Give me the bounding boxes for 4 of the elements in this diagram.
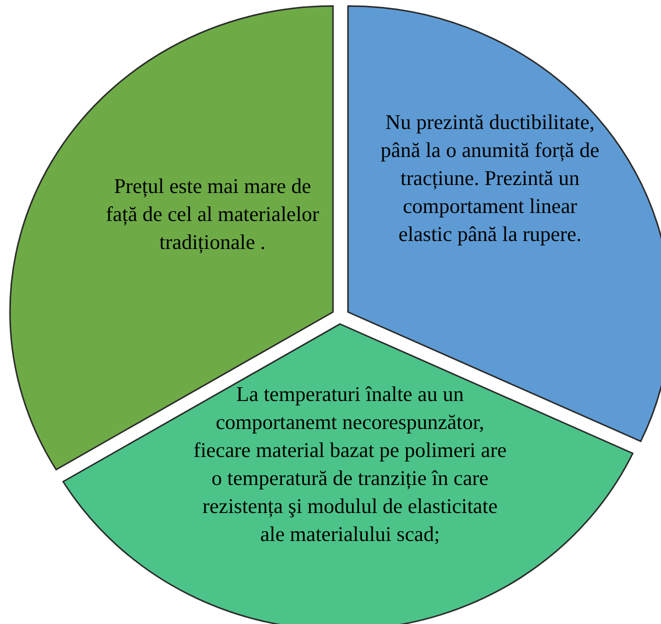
segment-text: La temperaturi înalte au un comportanemt necorespunzător, fiecare material bazat pe polimeri are o temperatură de tranziție în care rezistența şi modulul de elasticitate ale materialului scad;	[192, 381, 508, 548]
pie-segment	[61, 322, 635, 624]
segment-text: Prețul este mai mare de față de cel al materialelor tradiționale .	[105, 173, 320, 256]
segment-text: Nu prezintă ductibilitate, până la o anumită forță de tracțiune. Prezintă un comportament linear elastic până la rupere.	[380, 109, 600, 248]
